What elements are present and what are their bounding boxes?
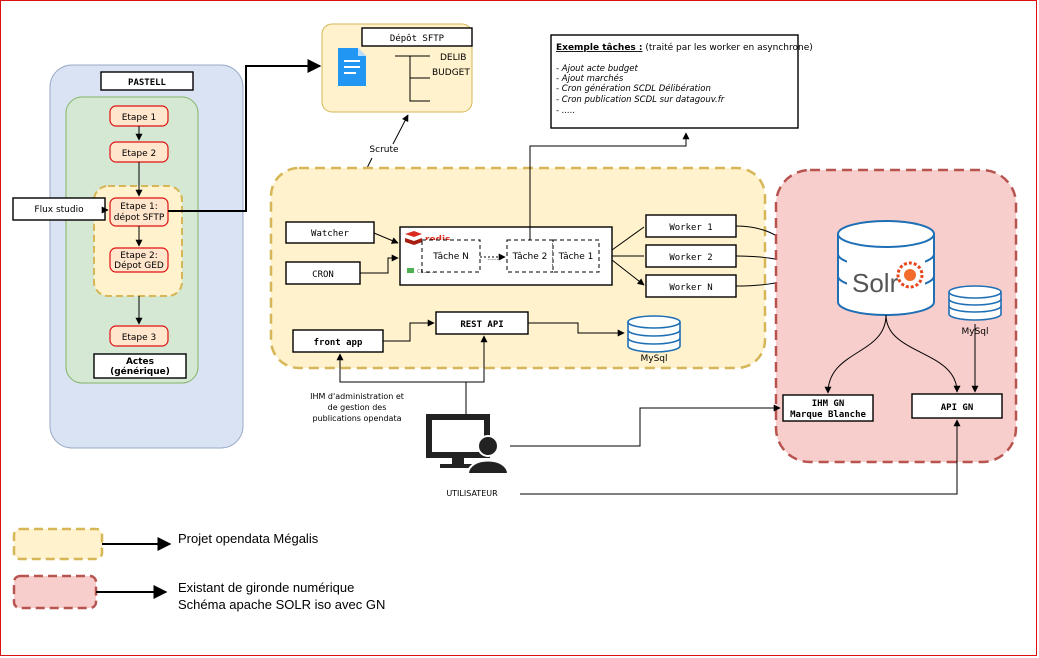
legend-existant-swatch <box>12 574 98 610</box>
depot-sftp-step-line1: Etape 1: <box>120 202 158 212</box>
sftp-folder-budget: BUDGET <box>432 68 470 78</box>
flux-studio-label: Flux studio <box>34 205 84 215</box>
tasks-note-item-2: - Ajout marchés <box>556 73 624 84</box>
tasks-note: Exemple tâches : (traité par les worker … <box>550 34 813 129</box>
rest-api-label: REST API <box>460 320 503 330</box>
file-icon <box>338 48 366 86</box>
opendata-mysql-database-icon <box>627 315 681 353</box>
api-gn-box <box>911 393 1003 419</box>
tasks-note-heading-strong: Exemple tâches : <box>556 43 643 53</box>
arrow-watcher-queue <box>373 232 399 244</box>
etape-2-label: Etape 2 <box>122 149 157 159</box>
etape-3-box <box>109 325 169 347</box>
actes-line1: Actes <box>126 357 154 367</box>
pastell-group: PASTELL Etape 1 Etape 2 Etape 1: dépot S… <box>49 64 244 449</box>
sftp-group: Dépôt SFTP DELIB BUDGET <box>321 23 473 113</box>
task-n-label: Tâche N <box>432 252 469 262</box>
tasks-note-subtitle: (traité par les worker en asynchrone) <box>643 42 813 53</box>
gironde-mysql-database-icon <box>948 285 1002 321</box>
tasks-note-item-4: - Cron publication SCDL sur datagouv.fr <box>556 95 725 105</box>
arrow-solr-ihm-gn <box>824 314 887 394</box>
ihm-caption-line1: IHM d'administration et <box>310 392 404 401</box>
arrow-cron-queue <box>360 254 399 274</box>
depot-ged-step-line1: Etape 2: <box>120 251 158 261</box>
arrow-user-api-gn <box>520 419 961 495</box>
depot-ged-step-box <box>109 247 169 273</box>
monitor-icon <box>426 414 490 468</box>
user-icon <box>466 435 510 475</box>
arrow-front-to-rest <box>383 319 435 342</box>
depot-sftp-step-line2: dépot SFTP <box>114 212 165 223</box>
task-ellipsis: ...... <box>487 255 499 262</box>
sftp-title-box <box>361 27 473 47</box>
task-1-box <box>552 239 600 273</box>
worker-n-label: Worker N <box>669 283 712 293</box>
legend-existant-line2: Schéma apache SOLR iso avec GN <box>178 597 385 612</box>
opendata-group: Watcher CRON redis CELERY Tâche N ......… <box>269 166 767 370</box>
worker-1-label: Worker 1 <box>669 223 712 233</box>
pastell-title-box <box>100 71 194 91</box>
solr-logo: Solr <box>852 261 924 298</box>
arrow-queue-to-note <box>529 132 690 240</box>
etape-3-label: Etape 3 <box>122 333 157 343</box>
task-n-box <box>421 239 481 273</box>
ihm-gn-line2: Marque Blanche <box>790 410 866 420</box>
gironde-group: Solr MySql IHM GN Marque Blanche API GN <box>774 168 1018 464</box>
tasks-note-box <box>550 34 799 129</box>
solr-database-icon <box>837 220 935 316</box>
opendata-mysql-label: MySql <box>640 354 667 364</box>
task-2-label: Tâche 2 <box>512 252 548 262</box>
worker-2-label: Worker 2 <box>669 253 712 263</box>
actes-line2: (générique) <box>110 366 170 377</box>
ihm-caption-line2: de gestion des <box>328 403 387 412</box>
arrow-user-ihm-gn <box>510 404 781 447</box>
ihm-gn-box <box>782 394 874 422</box>
task-1-label: Tâche 1 <box>558 252 594 262</box>
depot-ged-step-line2: Dépot GED <box>114 260 164 271</box>
etape-1-label: Etape 1 <box>122 113 157 123</box>
sftp-title: Dépôt SFTP <box>390 33 445 44</box>
legend: Projet opendata Mégalis Existant de giro… <box>12 527 385 612</box>
watcher-box <box>285 221 375 244</box>
tasks-note-item-3: - Cron génération SCDL Délibération <box>556 83 711 94</box>
pastell-title: PASTELL <box>128 78 167 88</box>
arrow-user-rest <box>465 335 488 414</box>
arrows-queue-workers <box>611 226 644 285</box>
legend-existant-line1: Existant de gironde numérique <box>178 580 354 595</box>
ihm-gn-line1: IHM GN <box>812 399 845 409</box>
tasks-note-item-5: - ..... <box>556 106 575 116</box>
api-gn-label: API GN <box>941 403 974 413</box>
sftp-folder-delib: DELIB <box>440 53 466 63</box>
watcher-label: Watcher <box>311 229 350 239</box>
arrow-pastell-to-sftp <box>168 59 322 212</box>
task-2-box <box>506 239 554 273</box>
arrow-solr-api-gn <box>885 314 961 393</box>
actes-box <box>93 353 187 379</box>
tasks-note-item-1: - Ajout acte budget <box>556 64 639 74</box>
utilisateur-label: UTILISATEUR <box>446 489 498 498</box>
front-app-label: front app <box>314 338 363 348</box>
arrow-rest-to-mysql <box>528 322 625 337</box>
ihm-caption-line3: publications opendata <box>313 414 402 423</box>
scrute-label: Scrute <box>369 145 399 155</box>
solr-logo-text: Solr <box>852 268 899 298</box>
cron-label: CRON <box>312 270 334 280</box>
tasks-note-heading: Exemple tâches : (traité par les worker … <box>556 42 813 53</box>
legend-opendata-swatch <box>12 527 104 561</box>
legend-opendata-label: Projet opendata Mégalis <box>178 531 319 546</box>
